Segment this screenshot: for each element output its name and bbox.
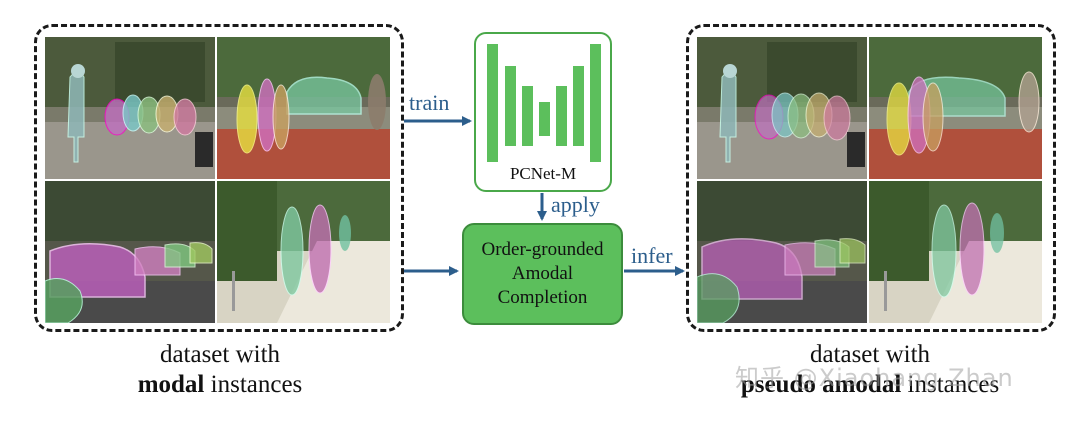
pcnet-m-block: PCNet-M — [474, 32, 612, 192]
left-dataset-frame — [34, 24, 404, 332]
left-caption-rest: instances — [204, 371, 303, 398]
right-caption-line2: pseudo amodal instances — [700, 370, 1040, 400]
right-image-parked-cars — [697, 181, 867, 323]
watermark: 知乎 @Xiaohang Zhan — [735, 364, 1014, 392]
right-dataset-frame — [686, 24, 1056, 332]
right-image-street-car — [869, 37, 1042, 179]
left-caption-line2: modal instances — [80, 370, 360, 400]
left-image-parked-cars — [45, 181, 215, 323]
right-caption: dataset with pseudo amodal instances — [700, 340, 1040, 400]
left-caption: dataset with modal instances — [80, 340, 360, 400]
infer-label: infer — [631, 243, 673, 268]
pcnet-bar-4 — [539, 102, 550, 136]
pcnet-bar-2 — [505, 66, 516, 146]
right-image-pedestrians — [869, 181, 1042, 323]
left-image-street-car — [217, 37, 390, 179]
left-caption-bold: modal — [137, 371, 205, 398]
pcnet-m-bars — [487, 44, 601, 162]
order-grounded-amodal-completion-block: Order-grounded Amodal Completion — [462, 223, 623, 325]
left-image-people-sidewalk — [45, 37, 215, 179]
apply-label: apply — [551, 192, 600, 217]
pcnet-bar-7 — [590, 44, 601, 162]
right-caption-line1: dataset with — [809, 341, 931, 368]
right-caption-bold: pseudo amodal — [740, 371, 902, 398]
right-image-people-sidewalk — [697, 37, 867, 179]
left-image-pedestrians — [217, 181, 390, 323]
pcnet-bar-6 — [573, 66, 584, 146]
train-label: train — [409, 90, 450, 115]
pcnet-bar-5 — [556, 86, 567, 146]
left-caption-line1: dataset with — [159, 341, 281, 368]
pcnet-bar-3 — [522, 86, 533, 146]
right-caption-rest: instances — [901, 371, 1000, 398]
pcnet-m-label: PCNet-M — [509, 164, 577, 183]
pcnet-bar-1 — [487, 44, 498, 162]
